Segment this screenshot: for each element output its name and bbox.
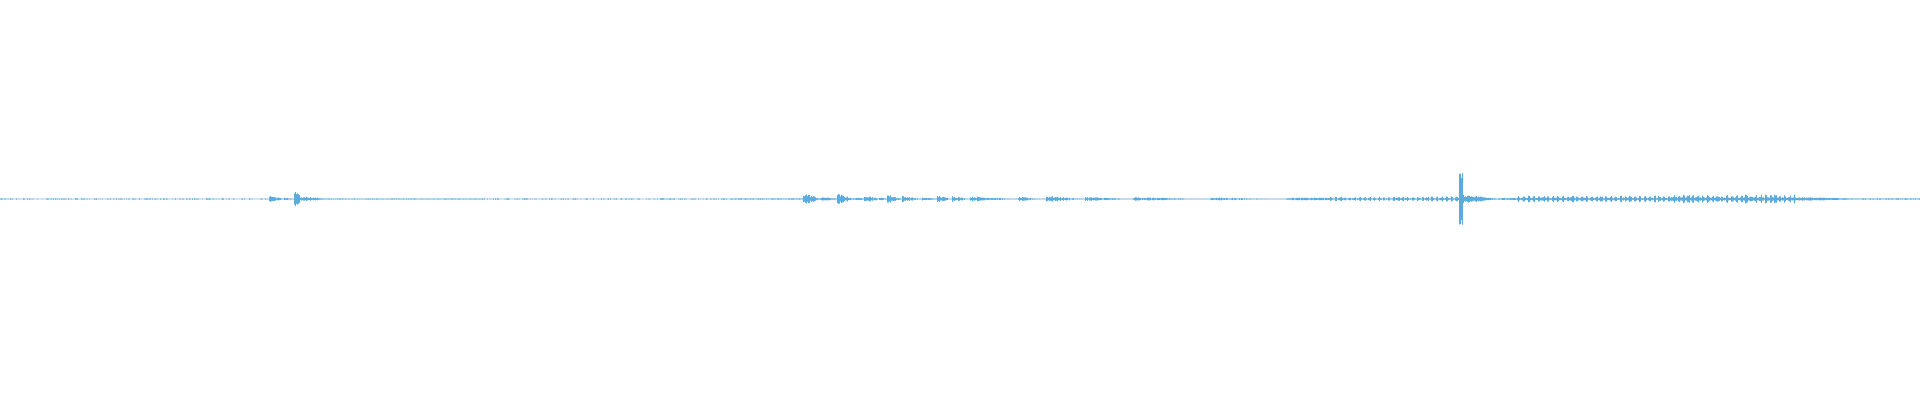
waveform-samples (0, 173, 1920, 225)
